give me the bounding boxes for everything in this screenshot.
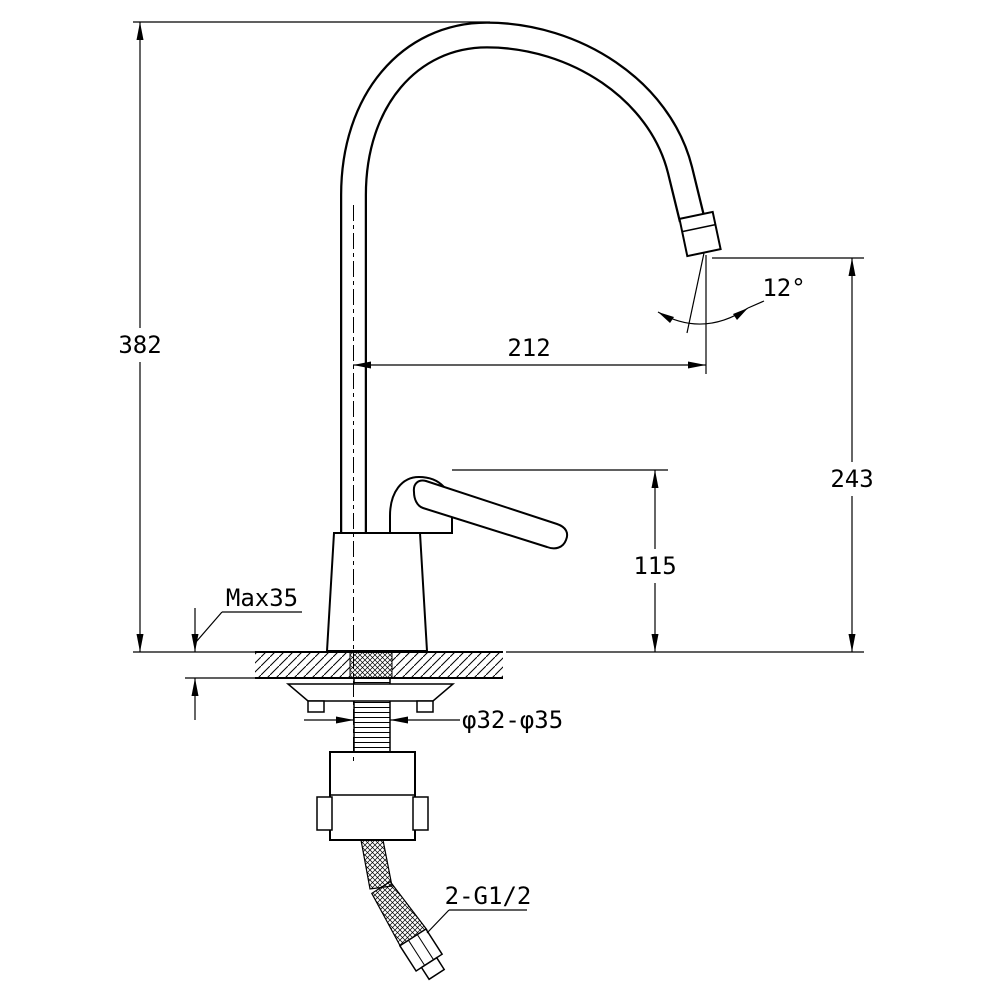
mounting-flange [285,683,456,702]
leader-line [195,611,223,643]
dim-hole-diameter-label: φ32-φ35 [462,706,563,734]
nut-rib-right [412,796,429,831]
dim-spout-angle-label: 12° [762,274,805,302]
shank-thread-hatch [349,651,393,679]
dimension-spout-angle: 12° [657,252,806,334]
faucet-body-group [325,475,569,652]
arrowhead-down [136,634,144,652]
label-background [627,549,683,583]
spout-tube-inner [342,23,703,537]
dimension-overall-height: 382 [112,21,490,653]
dimension-body-height: 115 [452,469,683,652]
dimension-max-thickness: Max35 [185,584,302,720]
arrowhead-right [336,716,354,724]
arrowhead-right [688,361,706,369]
mounting-nut-body [329,751,416,841]
label-background [824,462,882,496]
faucet-spout [340,21,722,537]
label-background [112,328,168,362]
dimension-hole-diameter: φ32-φ35 [304,706,563,734]
flange-foot-left [307,700,325,713]
leader-line [426,909,450,934]
arrowhead-up [136,22,144,40]
leader-line [747,300,765,309]
inlet-thread-label: 2-G1/2 [445,882,532,910]
arrowhead-down [848,634,856,652]
dim-spout-reach-label: 212 [507,334,550,362]
dimension-outlet-height: 243 [506,257,882,653]
arrowhead-left [390,716,408,724]
fitting-flat-line-1 [408,940,426,966]
spout-nozzle [678,210,722,258]
arrowhead-up [848,258,856,276]
dim-overall-height-label: 382 [118,331,161,359]
dim-body-height-label: 115 [633,552,676,580]
label-inlet-thread: 2-G1/2 [426,882,532,934]
fitting-tip [420,956,446,981]
arrowhead-arc-left [658,312,674,323]
nut-rib-left [316,796,333,831]
spout-nozzle-band [682,223,716,233]
dimension-spout-reach: 212 [353,255,707,374]
hose-segment-upper [360,839,393,890]
flange-foot-right [416,700,434,713]
mounting-hardware [285,677,456,841]
angle-reference-line [686,252,705,334]
handle-lever [412,479,569,550]
arrowhead-left [353,361,371,369]
arrowhead-arc-right [733,308,748,320]
arrowhead-up [651,470,659,488]
arrowhead-down [651,634,659,652]
supply-hose [360,839,446,981]
dim-outlet-height-label: 243 [830,465,873,493]
faucet-body [325,532,429,652]
fitting-flat-line-2 [416,934,434,960]
arrowhead-up [191,678,199,696]
arrowhead-down [191,634,199,652]
dim-max-thickness-label: Max35 [226,584,298,612]
countertop [255,651,503,679]
